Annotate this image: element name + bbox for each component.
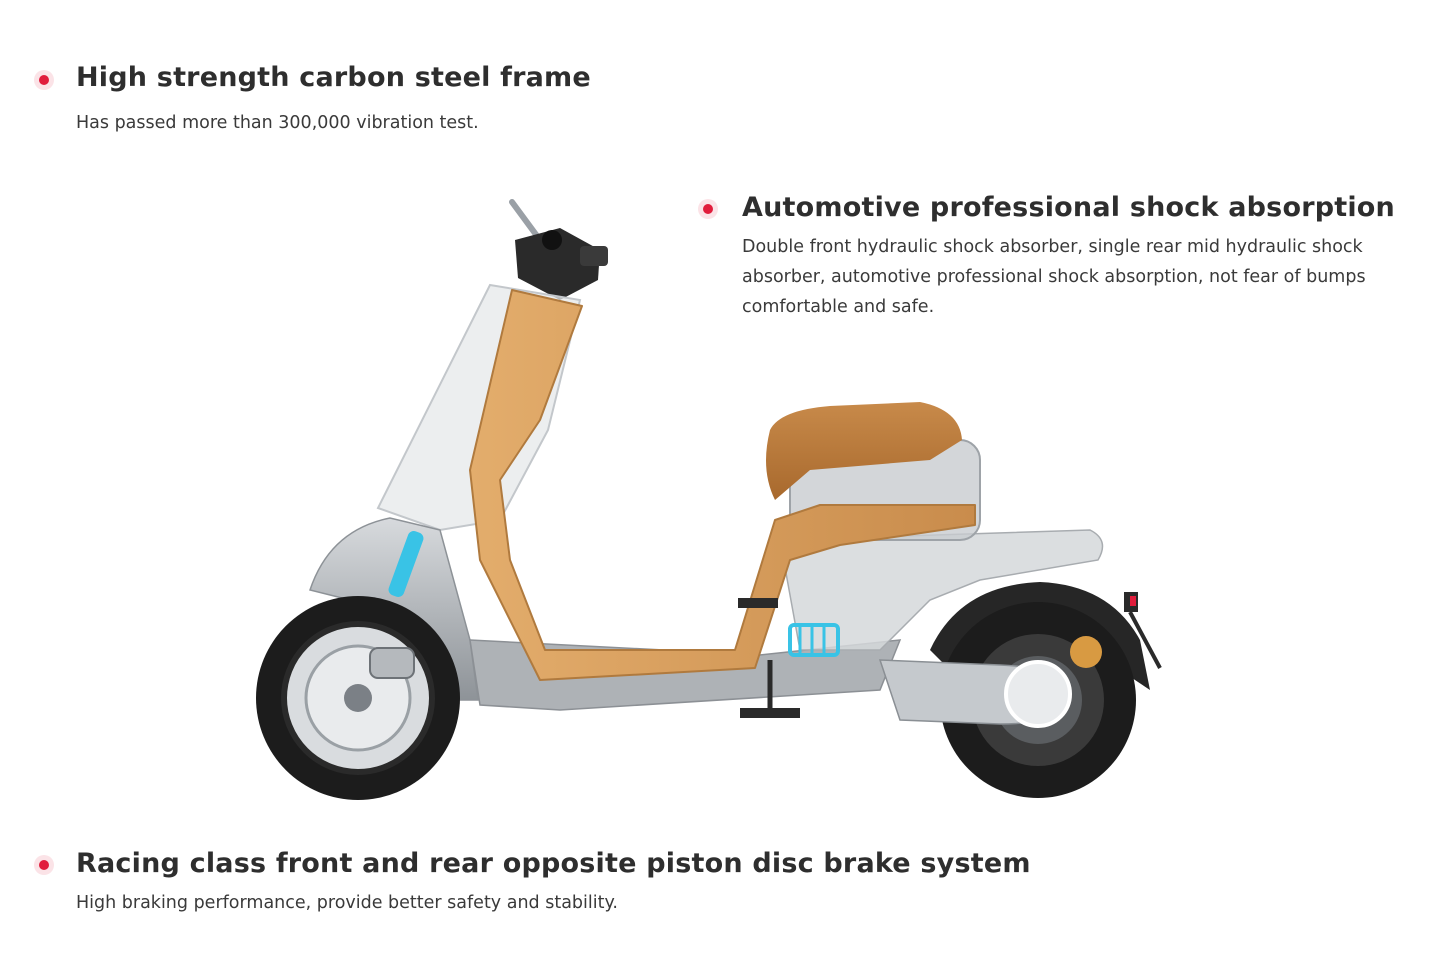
tail-light — [1124, 592, 1162, 669]
bullet-dot-icon — [34, 70, 54, 90]
handlebar — [509, 199, 608, 300]
feature-title: High strength carbon steel frame — [76, 62, 591, 93]
rear-fender — [930, 582, 1150, 690]
rear-reflector — [1070, 636, 1102, 668]
feature-description: Has passed more than 300,000 vibration t… — [76, 113, 479, 133]
front-wheel — [256, 596, 460, 800]
swing-arm — [878, 659, 1072, 728]
bullet-dot-icon — [698, 199, 718, 219]
feature-title: Racing class front and rear opposite pis… — [76, 848, 1031, 879]
rear-shock-absorber — [788, 623, 840, 657]
bullet-dot-icon — [34, 855, 54, 875]
front-shock-absorber — [388, 531, 424, 597]
feature-title: Automotive professional shock absorption — [742, 192, 1395, 223]
kickstand — [738, 598, 800, 718]
seat — [766, 402, 962, 500]
scooter-illustration — [256, 199, 1162, 800]
feature-description: High braking performance, provide better… — [76, 893, 618, 913]
rear-body — [779, 529, 1104, 651]
feature-description: Double front hydraulic shock absorber, s… — [742, 237, 1366, 317]
front-disc-brake — [369, 647, 415, 679]
carbon-steel-frame — [469, 289, 976, 681]
